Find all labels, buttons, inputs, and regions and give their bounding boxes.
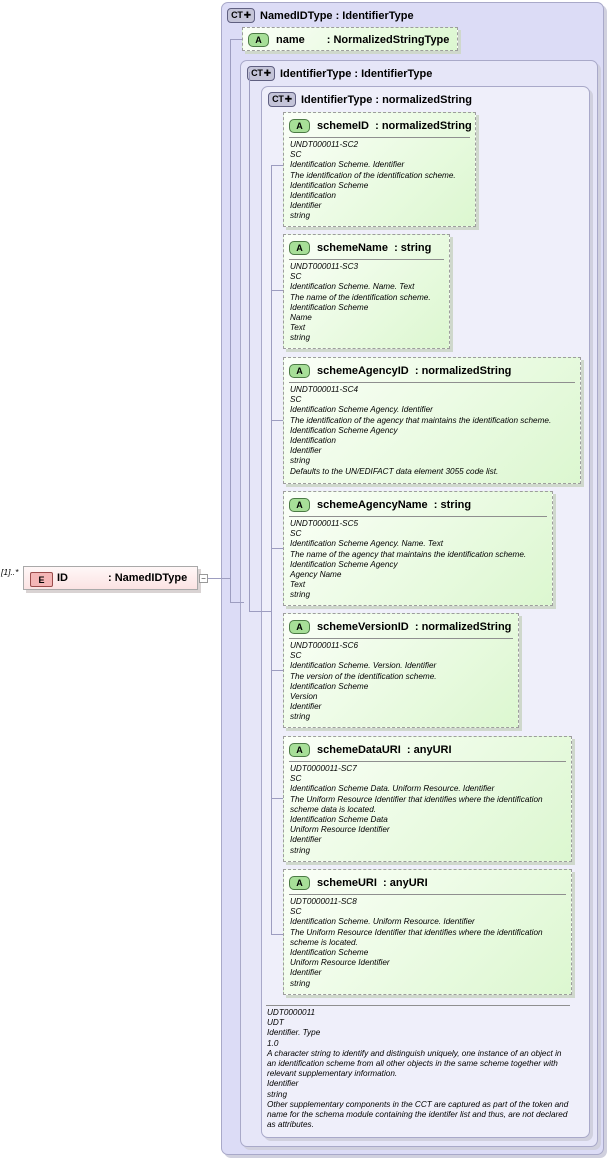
complex-type-icon: CT✚ bbox=[247, 66, 275, 81]
attribute-label: schemeID : normalizedString bbox=[317, 120, 472, 132]
attribute-icon: A bbox=[289, 241, 310, 255]
element-cardinality: [1]..* bbox=[1, 567, 19, 577]
connector-line bbox=[198, 578, 231, 579]
attribute-icon: A bbox=[289, 364, 310, 378]
connector-line bbox=[249, 611, 272, 612]
named-id-type-header: CT✚ NamedIDType : IdentifierType bbox=[227, 8, 414, 23]
attribute-divider bbox=[289, 382, 575, 383]
attribute-divider bbox=[289, 894, 566, 895]
attribute-label: schemeDataURI : anyURI bbox=[317, 744, 452, 756]
identifier-type-outer-title: IdentifierType : IdentifierType bbox=[280, 67, 433, 80]
attribute-icon: A bbox=[289, 876, 310, 890]
attribute-icon: A bbox=[248, 33, 269, 47]
attribute-name-label: name: NormalizedStringType bbox=[276, 34, 450, 46]
connector-line bbox=[271, 165, 272, 935]
connector-line bbox=[271, 934, 283, 935]
attribute-divider bbox=[289, 516, 547, 517]
connector-line bbox=[271, 798, 283, 799]
element-id[interactable]: E ID : NamedIDType − bbox=[23, 566, 208, 590]
collapse-toggle[interactable]: − bbox=[199, 574, 208, 583]
attribute-icon: A bbox=[289, 620, 310, 634]
attribute-icon: A bbox=[289, 498, 310, 512]
attribute-label: schemeName : string bbox=[317, 242, 432, 254]
connector-line bbox=[249, 72, 250, 612]
connector-line bbox=[230, 602, 244, 603]
complex-type-icon: CT✚ bbox=[227, 8, 255, 23]
element-type: : NamedIDType bbox=[108, 572, 188, 584]
attribute-divider bbox=[289, 137, 470, 138]
attribute-divider bbox=[289, 259, 444, 260]
attribute-icon: A bbox=[289, 119, 310, 133]
attribute-label: schemeAgencyName : string bbox=[317, 499, 472, 511]
element-icon: E bbox=[30, 572, 53, 587]
complex-type-icon: CT✚ bbox=[268, 92, 296, 107]
attribute-label: schemeAgencyID : normalizedString bbox=[317, 365, 512, 377]
identifier-type-doc-divider bbox=[266, 1005, 570, 1006]
connector-line bbox=[271, 670, 283, 671]
connector-line bbox=[271, 165, 283, 166]
connector-line bbox=[230, 39, 231, 603]
connector-line bbox=[271, 420, 283, 421]
connector-line bbox=[230, 39, 242, 40]
identifier-type-outer-header: CT✚ IdentifierType : IdentifierType bbox=[247, 66, 432, 81]
attribute-label: schemeVersionID : normalizedString bbox=[317, 621, 512, 633]
identifier-type-documentation: UDT0000011 UDT Identifier. Type 1.0 A ch… bbox=[267, 1008, 569, 1130]
attribute-name[interactable]: A name: NormalizedStringType bbox=[242, 27, 458, 51]
attribute-divider bbox=[289, 638, 513, 639]
element-name: ID bbox=[57, 572, 68, 584]
connector-line bbox=[271, 290, 283, 291]
connector-line bbox=[271, 548, 283, 549]
attribute-divider bbox=[289, 761, 566, 762]
attribute-label: schemeURI : anyURI bbox=[317, 877, 428, 889]
identifier-type-inner-title: IdentifierType : normalizedString bbox=[301, 93, 472, 106]
attribute-icon: A bbox=[289, 743, 310, 757]
named-id-type-title: NamedIDType : IdentifierType bbox=[260, 9, 414, 22]
identifier-type-inner-header: CT✚ IdentifierType : normalizedString bbox=[268, 92, 472, 107]
